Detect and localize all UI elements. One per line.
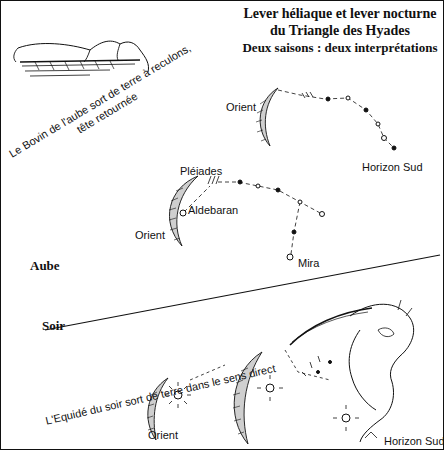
subtitle: Deux saisons : deux interprétations — [238, 40, 442, 56]
star-chain — [278, 90, 396, 150]
bull-sketch — [14, 41, 149, 76]
direction-label: Orient — [148, 428, 178, 442]
direction-label: Orient — [135, 228, 165, 242]
star-label: Aldebaran — [188, 203, 238, 217]
horizon-label: Horizon Sud — [362, 160, 423, 174]
section-label: Soir — [42, 318, 65, 334]
direction-label: Orient — [226, 100, 256, 114]
star-label: Mira — [298, 256, 319, 270]
horse-sketch — [285, 300, 414, 442]
separator-line — [45, 255, 440, 330]
star-chain — [180, 176, 325, 260]
crescent-horizon — [256, 88, 278, 146]
section-label: Aube — [30, 258, 60, 274]
star-label: Pléiades — [180, 164, 222, 178]
horizon-label: Horizon Sud — [384, 434, 444, 448]
diagram-title: Lever héliaque et lever nocturne du Tria… — [238, 5, 442, 39]
caption-note: Le Bovin de l'aube sort de terre à recul… — [4, 39, 203, 174]
